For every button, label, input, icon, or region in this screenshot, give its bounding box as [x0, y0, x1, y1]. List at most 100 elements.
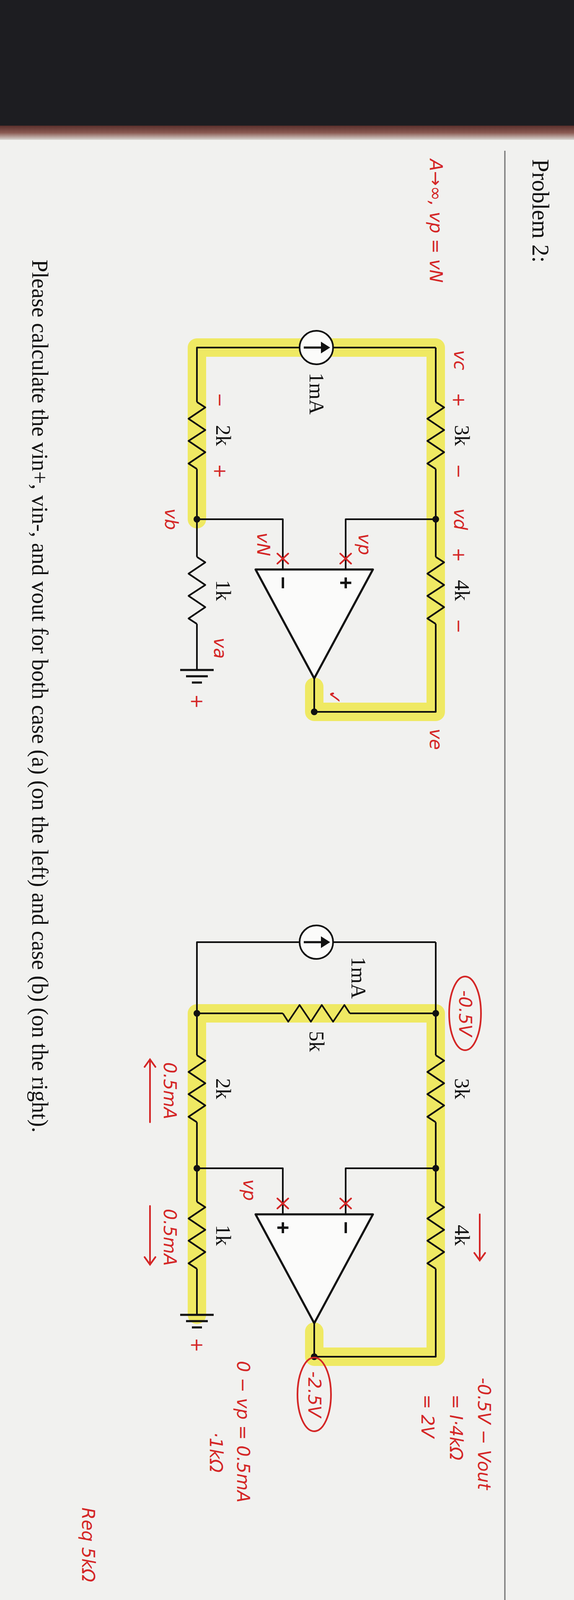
resistor-symbol	[188, 557, 206, 625]
junction-dot	[193, 1165, 201, 1173]
circled-value	[449, 977, 481, 1051]
opamp-symbol	[255, 569, 373, 679]
resistor-symbol	[427, 1202, 445, 1270]
node-voltage: vN	[253, 532, 274, 557]
pin-sign: −	[270, 576, 296, 590]
polarity-mark: +	[448, 547, 469, 563]
handwritten-note: Req 5kΩ	[77, 1508, 99, 1583]
wires	[196, 347, 436, 1358]
current-arrow-note	[474, 1215, 486, 1262]
current-arrow	[303, 941, 324, 944]
resistor-symbol	[427, 1055, 445, 1123]
resistor-value: 3k	[449, 425, 474, 447]
handwritten-note: -0.5V − Vout	[473, 1378, 494, 1491]
resistor-value: 4k	[449, 1225, 474, 1247]
current-arrow	[303, 346, 324, 350]
resistor-symbol	[282, 1005, 350, 1023]
polarity-mark: +	[186, 694, 207, 709]
resistor-value: 3k	[449, 1078, 474, 1100]
current-source-symbol	[299, 925, 334, 960]
resistor-symbol	[427, 402, 445, 470]
ground-bar	[180, 1314, 214, 1317]
title-rule	[504, 150, 506, 1600]
handwritten-note: ·1kΩ	[205, 1432, 226, 1474]
handwritten-note: A→∞, vp = vN	[425, 159, 446, 283]
check-mark: ✓	[324, 690, 345, 705]
resistor-value: 1k	[210, 580, 236, 602]
ground-bar	[191, 1327, 202, 1330]
node-voltage: ve	[425, 729, 446, 751]
node-voltage: va	[209, 638, 231, 660]
resistor-value: 1k	[210, 1225, 236, 1247]
source-value: 1mA	[304, 372, 329, 415]
current-arrow	[320, 341, 331, 354]
ground-symbols	[180, 670, 214, 1329]
current-arrow-note	[144, 1060, 156, 1123]
ground-bar	[186, 1321, 208, 1324]
node-voltage: -2.5V	[304, 1372, 325, 1419]
highlight-path-b	[196, 1013, 436, 1358]
resistor-value: 2k	[210, 425, 236, 447]
node-voltage: vc	[449, 350, 471, 371]
ground-bar	[186, 675, 208, 678]
resistor-symbol	[188, 402, 206, 470]
resistor-symbol	[188, 1055, 206, 1123]
wire	[196, 519, 436, 570]
no-current-mark	[340, 1199, 352, 1210]
polarity-mark: −	[448, 463, 469, 479]
current-note: 0.5mA	[159, 1062, 180, 1120]
junction-dot	[432, 1165, 440, 1173]
node-voltage: vb	[160, 508, 181, 531]
handwritten-note: = I·4kΩ	[445, 1395, 466, 1461]
current-sources	[299, 330, 334, 960]
resistor-symbol	[427, 557, 445, 625]
junction-dot	[432, 1010, 440, 1018]
ground-bar	[191, 682, 202, 685]
no-current-mark	[277, 553, 289, 564]
pin-sign: +	[270, 1222, 296, 1235]
wire	[196, 1168, 436, 1216]
junction-dot	[193, 1010, 201, 1018]
current-arrow	[320, 936, 331, 949]
source-value: 1mA	[346, 957, 371, 1000]
node-voltage: vp	[354, 533, 375, 556]
junction-dot	[432, 516, 440, 523]
resistor-value: 2k	[210, 1078, 236, 1100]
no-current-mark	[340, 553, 352, 564]
red-annotations	[144, 553, 486, 1433]
wire	[314, 347, 436, 713]
node-voltage: -0.5V	[455, 990, 476, 1038]
pin-sign: −	[333, 1222, 359, 1235]
polarity-mark: +	[209, 463, 231, 479]
yellow-highlight	[196, 347, 436, 1358]
current-source-symbol	[299, 330, 334, 365]
screen-edge	[0, 125, 574, 140]
opamp-symbols	[255, 569, 373, 1324]
polarity-mark: +	[186, 1338, 207, 1353]
resistor-value: 5k	[304, 1031, 329, 1053]
resistor-symbol	[188, 1202, 206, 1270]
resistor-symbols	[188, 402, 445, 1270]
polarity-mark: −	[209, 392, 231, 408]
no-current-mark	[277, 1199, 289, 1210]
fabric-background	[0, 0, 574, 126]
node-voltage: vd	[449, 508, 471, 531]
node-voltage: vp	[239, 1179, 260, 1202]
current-arrow-note	[144, 1206, 156, 1266]
junction-dots	[193, 516, 440, 1361]
handwritten-note: = 2V	[417, 1395, 438, 1439]
polarity-mark: +	[448, 392, 469, 408]
problem-title: Problem 2:	[527, 159, 554, 263]
opamp-symbol	[255, 1215, 373, 1324]
highlight-path-a	[196, 347, 436, 713]
handwritten-note: 0 − vp = 0.5mA	[232, 1361, 254, 1504]
ground-bar	[180, 669, 214, 672]
question-text: Please calculate the vin+, vin-, and vou…	[26, 259, 53, 1134]
junction-dot	[310, 708, 318, 716]
resistor-value: 4k	[449, 580, 474, 602]
pin-sign: +	[333, 576, 359, 590]
circled-value	[297, 1358, 331, 1433]
